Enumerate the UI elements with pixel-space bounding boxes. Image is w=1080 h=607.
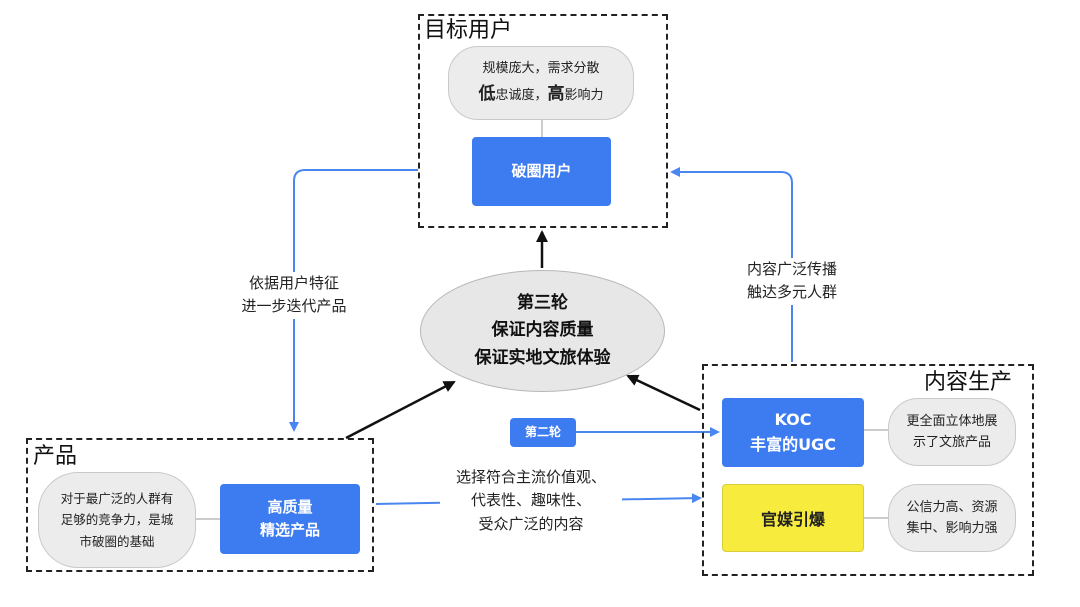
quality-product-box: 高质量 精选产品 (220, 484, 360, 554)
content-production-section (702, 364, 1034, 576)
round-three-line2: 保证内容质量 (491, 320, 594, 341)
content-spread-label: 内容广泛传播 触达多元人群 (718, 258, 866, 305)
arrow-users-to-product (289, 169, 418, 432)
arrow-content-to-users (670, 167, 793, 362)
round-three-ellipse: 第三轮 保证内容质量 保证实地文旅体验 (420, 270, 665, 392)
official-media-description: 公信力高、资源 集中、影响力强 (888, 484, 1016, 552)
target-users-section (418, 14, 668, 228)
product-description: 对于最广泛的人群有 足够的竞争力，是城 市破圈的基础 (38, 472, 196, 568)
koc-description: 更全面立体地展 示了文旅产品 (888, 398, 1016, 466)
official-media-box: 官媒引爆 (722, 484, 864, 552)
breakthrough-users-box: 破圈用户 (472, 137, 611, 206)
target-users-title: 目标用户 (424, 18, 513, 43)
product-title: 产品 (33, 444, 78, 469)
content-production-title: 内容生产 (924, 370, 1013, 395)
second-round-box: 第二轮 (510, 418, 576, 447)
arrow-content-to-center (626, 374, 701, 412)
koc-ugc-box: KOC 丰富的UGC (722, 398, 864, 467)
round-three-line1: 第三轮 (517, 293, 568, 314)
target-desc-line1: 规模庞大，需求分散 (482, 61, 600, 77)
target-users-description: 规模庞大，需求分散 低忠诚度，高影响力 (448, 46, 634, 120)
iterate-product-label: 依据用户特征 进一步迭代产品 (220, 272, 368, 319)
arrow-product-to-center (345, 380, 456, 440)
product-section (26, 438, 374, 572)
round-three-line3: 保证实地文旅体验 (474, 347, 611, 368)
target-desc-line2: 低忠诚度，高影响力 (478, 83, 604, 104)
content-selection-label: 选择符合主流价值观、 代表性、趣味性、 受众广泛的内容 (440, 466, 622, 536)
